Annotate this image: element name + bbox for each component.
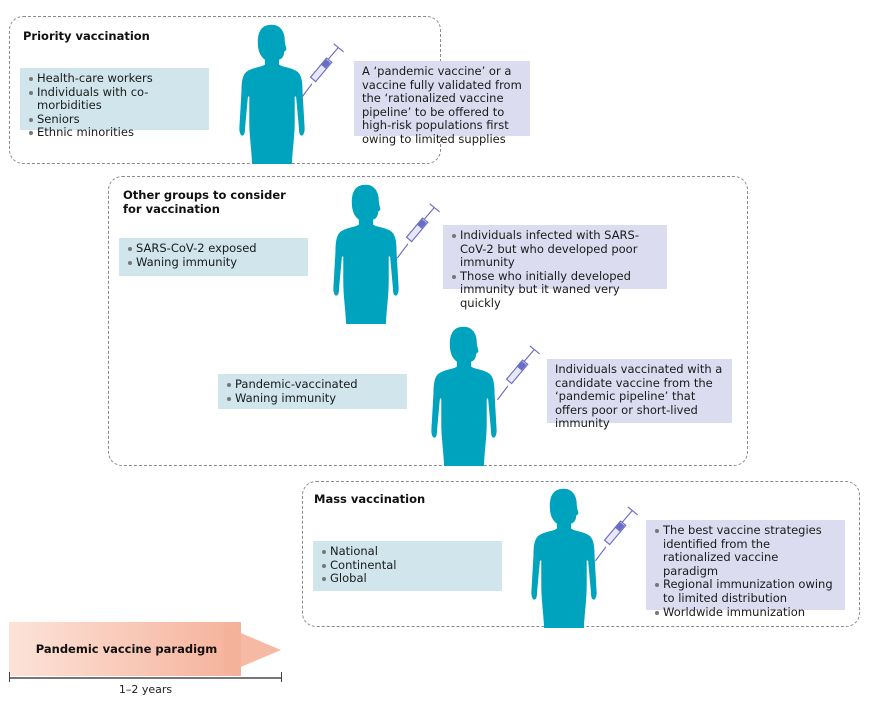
list-item: Regional immunization owing to limited d… (654, 578, 837, 605)
timeline-start-tick (9, 672, 10, 682)
list-item: Health-care workers (28, 72, 201, 86)
pandemic-paradigm-label: Pandemic vaccine paradigm (9, 622, 244, 676)
mass-vaccination-list-box: National Continental Global (313, 541, 502, 591)
priority-description-text: A ‘pandemic vaccine’ or a vaccine fully … (362, 64, 522, 146)
timeline-end-tick (281, 672, 282, 682)
list-item: Ethnic minorities (28, 126, 201, 140)
list-item: Those who initially developed immunity b… (451, 270, 659, 311)
timeline-axis (9, 677, 282, 679)
person-figure-icon (236, 22, 308, 164)
other-groups-list-box-1: SARS-CoV-2 exposed Waning immunity (119, 238, 308, 276)
other-groups-title-line2: for vaccination (123, 202, 286, 216)
other-groups-title: Other groups to consider for vaccination (123, 188, 286, 216)
list-item: Worldwide immunization (654, 606, 837, 620)
person-figure-icon (528, 486, 600, 628)
other-groups-description-box-2: Individuals vaccinated with a candidate … (547, 359, 732, 423)
mass-vaccination-description-box: The best vaccine strategies identified f… (646, 520, 845, 610)
pandemic-paradigm-arrow: Pandemic vaccine paradigm (9, 622, 281, 676)
syringe-icon (496, 342, 546, 402)
person-figure-icon (428, 324, 500, 466)
person-figure-icon (330, 182, 402, 324)
other-groups-list-box-2: Pandemic-vaccinated Waning immunity (218, 374, 407, 409)
syringe-icon (594, 503, 644, 563)
priority-groups-list-box: Health-care workers Individuals with co-… (20, 68, 209, 130)
timeline-duration-label: 1–2 years (9, 683, 282, 696)
list-item: Seniors (28, 113, 201, 127)
list-item: The best vaccine strategies identified f… (654, 524, 837, 578)
list-item: Pandemic-vaccinated (226, 378, 399, 392)
list-item: National (321, 545, 494, 559)
list-item: Global (321, 572, 494, 586)
syringe-icon (300, 40, 350, 100)
list-item: SARS-CoV-2 exposed (127, 242, 300, 256)
list-item: Waning immunity (127, 256, 300, 270)
priority-description-box: A ‘pandemic vaccine’ or a vaccine fully … (354, 61, 530, 136)
mass-vaccination-title: Mass vaccination (314, 492, 425, 506)
list-item: Continental (321, 559, 494, 573)
list-item: Individuals infected with SARS-CoV-2 but… (451, 229, 659, 270)
other-groups-title-line1: Other groups to consider (123, 188, 286, 202)
other-groups-description-box-1: Individuals infected with SARS-CoV-2 but… (443, 225, 667, 289)
list-item: Individuals with co-morbidities (28, 86, 201, 113)
list-item: Waning immunity (226, 392, 399, 406)
other-groups-description-text: Individuals vaccinated with a candidate … (555, 362, 722, 430)
priority-vaccination-title: Priority vaccination (23, 29, 150, 43)
syringe-icon (396, 200, 446, 260)
